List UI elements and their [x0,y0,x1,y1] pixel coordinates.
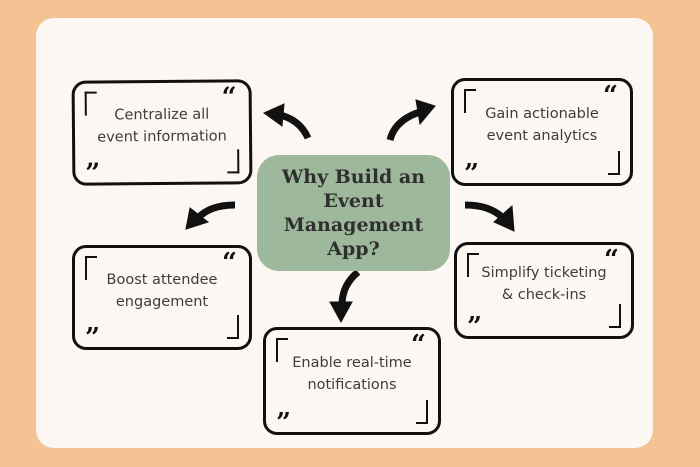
reason-box-analytics: “ ” Gain actionable event analytics [451,78,633,189]
reason-box-engagement: “ ” Boost attendee engagement [72,245,252,353]
open-quote-icon: “ [221,82,237,113]
central-title: Why Build an Event Management App? [281,166,426,260]
arrow-to-analytics [386,108,422,142]
reason-text: Enable real-time notifications [292,355,412,393]
reason-box-notifications: “ ” Enable real-time notifications [263,327,441,438]
reason-box-ticketing: “ ” Simplify ticketing & check-ins [454,242,634,342]
reason-text: Simplify ticketing & check-ins [481,264,607,303]
open-quote-icon: “ [411,330,426,360]
central-topic: Why Build an Event Management App? [257,155,450,271]
reason-text: Boost attendee engagement [106,271,218,310]
arrow-to-ticketing [464,201,506,221]
reason-box-centralize: “ ” Centralize all event information [71,79,253,189]
open-quote-icon: “ [604,245,619,275]
close-quote-icon: ” [85,158,101,189]
close-quote-icon: ” [276,408,291,438]
arrowhead-analytics [415,99,436,126]
open-quote-icon: “ [222,248,237,278]
reason-text: Centralize all event information [97,106,227,146]
arrowhead-centralize [263,103,285,127]
arrowhead-ticketing [493,204,515,232]
arrow-to-notifications [338,269,361,306]
arrow-to-engagement [195,201,236,221]
arrowhead-notifications [329,301,353,324]
open-quote-icon: “ [603,81,618,111]
close-quote-icon: ” [464,159,479,189]
close-quote-icon: ” [85,323,100,353]
arrow-to-centralize [279,111,312,140]
close-quote-icon: ” [467,312,482,342]
reason-text: Gain actionable event analytics [485,106,599,144]
arrowhead-engagement [185,207,210,230]
